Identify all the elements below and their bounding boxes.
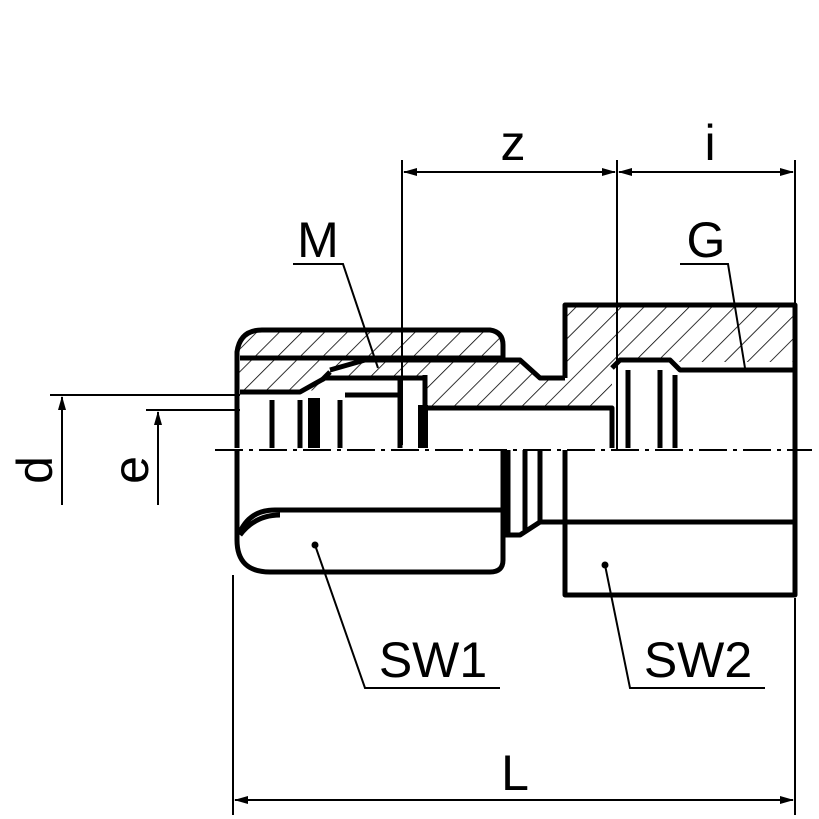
leader-SW1	[314, 544, 500, 689]
label-i: i	[704, 115, 715, 171]
body-sw2-hex	[503, 450, 798, 598]
label-L: L	[501, 745, 529, 801]
label-M: M	[297, 212, 339, 268]
dimension-L	[232, 575, 796, 815]
dimension-z-i	[401, 160, 796, 450]
leader-SW2	[604, 564, 765, 689]
label-d: d	[7, 456, 63, 484]
label-G: G	[687, 212, 726, 268]
label-SW2: SW2	[644, 632, 752, 688]
leader-G	[680, 263, 746, 369]
dimension-d-e	[50, 394, 240, 505]
label-e: e	[103, 456, 159, 484]
nut-sw1-hex	[234, 450, 506, 575]
leader-M	[293, 263, 379, 369]
tube-and-ferrule	[234, 395, 428, 448]
label-z: z	[501, 115, 526, 171]
label-SW1: SW1	[379, 632, 487, 688]
